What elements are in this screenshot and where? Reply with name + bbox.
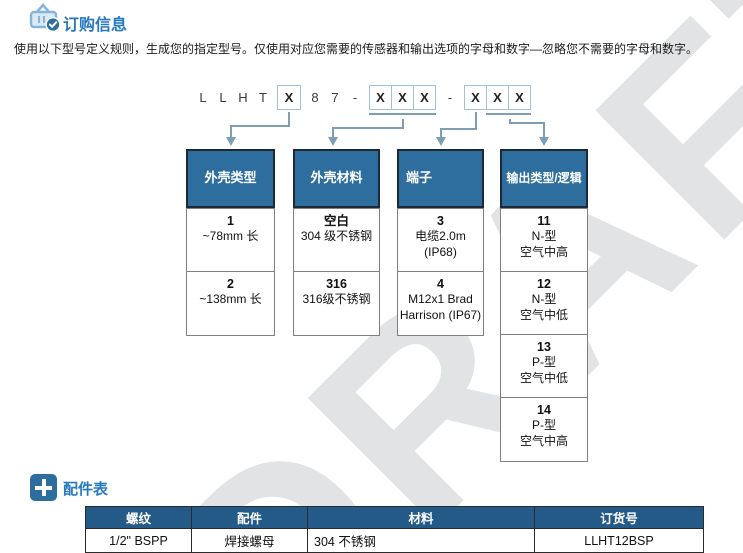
arrowhead-icon (226, 137, 236, 146)
connector-line (509, 119, 545, 138)
section-title-accessories: 配件表 (63, 481, 109, 498)
option-code: 11 (537, 214, 551, 228)
plus-icon (30, 474, 57, 501)
part-number-char: - (447, 90, 453, 105)
option-desc: N-型 (531, 292, 557, 307)
table-cell: 1/2" BSPP (85, 528, 192, 553)
part-number-char: H (238, 90, 248, 105)
option-desc: N-型 (531, 229, 557, 244)
option-desc: (IP68) (424, 244, 457, 259)
accessories-table-head: 螺纹配件材料订货号 (85, 506, 704, 529)
section-title-ordering: 订购信息 (63, 17, 128, 34)
option-desc: M12x1 Brad (408, 292, 473, 307)
option-desc: 空气中低 (519, 370, 568, 385)
option-desc: 空气中高 (519, 433, 568, 448)
arrowhead-icon (539, 137, 549, 146)
option-cell: 2~138mm 长 (187, 272, 274, 335)
column-header: 订货号 (534, 506, 704, 529)
part-number-char: 8 (311, 90, 319, 105)
option-desc: 316级不锈钢 (302, 292, 371, 307)
option-desc: P-型 (531, 355, 556, 370)
column-header: 螺纹 (85, 506, 192, 529)
option-code: 空白 (323, 214, 349, 228)
option-code: 2 (227, 277, 234, 291)
part-number-char: - (352, 90, 358, 105)
part-number-box: X (486, 85, 509, 110)
option-code: 13 (537, 340, 551, 354)
option-desc: Harrison (IP67) (399, 307, 482, 322)
option-column-header: 外壳类型 (186, 149, 275, 208)
option-code: 14 (537, 403, 551, 417)
option-column-header: 端子 (397, 149, 484, 208)
option-desc: 空气中低 (519, 307, 568, 322)
option-code: 1 (227, 214, 234, 228)
option-desc: ~78mm 长 (202, 229, 259, 244)
option-desc: ~138mm 长 (199, 292, 262, 307)
table-header-row: 螺纹配件材料订货号 (85, 506, 704, 529)
table-cell: 304 不锈钢 (307, 528, 535, 553)
basket-check-icon (29, 3, 61, 33)
group-underline (369, 113, 436, 115)
table-cell: LLHT12BSP (534, 528, 704, 553)
table-cell: 焊接螺母 (191, 528, 308, 553)
arrowhead-icon (328, 137, 338, 146)
part-number-box: X (508, 85, 531, 110)
intro-text: 使用以下型号定义规则，生成您的指定型号。仅使用对应您需要的传感器和输出选项的字母… (14, 42, 699, 56)
option-desc: P-型 (531, 418, 556, 433)
option-column-header: 输出类型/逻辑 (500, 149, 588, 208)
connector-line (230, 112, 290, 138)
part-number-box: X (413, 85, 436, 110)
part-number-char: L (219, 90, 227, 105)
option-code: 4 (437, 277, 444, 291)
arrowhead-icon (436, 137, 446, 146)
part-number-char: T (259, 90, 267, 105)
option-desc: 电缆2.0m (415, 229, 466, 244)
part-number-char: 7 (331, 90, 339, 105)
part-number-char: L (199, 90, 207, 105)
option-code: 316 (326, 277, 347, 291)
part-number-box: X (369, 85, 392, 110)
column-header: 材料 (307, 506, 535, 529)
part-number-box: X (464, 85, 487, 110)
option-desc: 空气中高 (519, 244, 568, 259)
option-column-header: 外壳材料 (293, 149, 380, 208)
part-number-box: X (277, 85, 301, 110)
connector-line (332, 119, 404, 138)
option-cell: 1~78mm 长 (187, 209, 274, 272)
option-code: 3 (437, 214, 444, 228)
group-underline (486, 113, 531, 115)
connector-line (440, 112, 477, 138)
part-number-box: X (391, 85, 414, 110)
option-code: 12 (537, 277, 551, 291)
option-desc: 304 级不锈钢 (300, 229, 373, 244)
column-header: 配件 (191, 506, 308, 529)
